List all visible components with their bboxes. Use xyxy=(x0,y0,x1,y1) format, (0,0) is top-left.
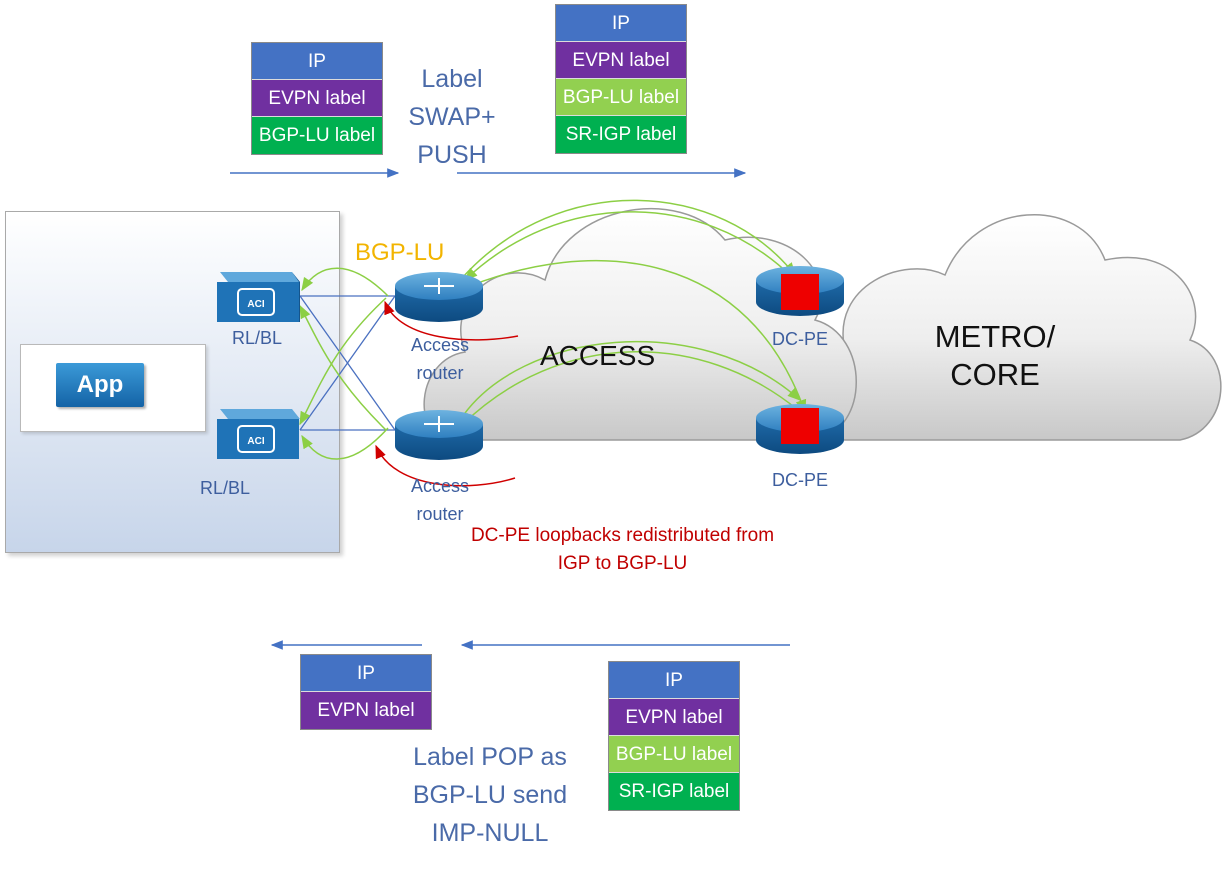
svg-text:ACI: ACI xyxy=(247,299,264,310)
stack-cell-bgplu: BGP-LU label xyxy=(252,117,382,154)
leaf-top-label: RL/BL xyxy=(231,328,283,348)
aci-switch-bottom-icon: ACI xyxy=(217,409,300,459)
top-left-label-stack: IP EVPN label BGP-LU label xyxy=(251,42,383,155)
stack-cell-evpn: EVPN label xyxy=(556,42,686,79)
stack-cell-evpn: EVPN label xyxy=(301,692,431,729)
redistribution-arrow-top-icon xyxy=(384,300,519,341)
svg-text:ACI: ACI xyxy=(247,436,264,447)
stack-cell-evpn: EVPN label xyxy=(252,80,382,117)
access-router-bottom-icon xyxy=(395,410,483,460)
aci-switch-top-icon: ACI xyxy=(217,272,300,322)
stack-cell-srigp: SR-IGP label xyxy=(556,116,686,153)
stack-cell-ip: IP xyxy=(301,655,431,692)
top-right-label-stack: IP EVPN label BGP-LU label SR-IGP label xyxy=(555,4,687,154)
stack-cell-evpn: EVPN label xyxy=(609,699,739,736)
stack-cell-bgplu: BGP-LU label xyxy=(609,736,739,773)
access-router-bottom-label: Access router xyxy=(410,476,470,524)
metro-core-cloud-label: METRO/ CORE xyxy=(934,319,1056,392)
pop-annotation: Label POP as BGP-LU send IMP-NULL xyxy=(412,743,568,847)
app-card: App xyxy=(20,344,206,432)
access-cloud-icon xyxy=(423,208,857,441)
stack-cell-ip: IP xyxy=(556,5,686,42)
stack-cell-ip: IP xyxy=(252,43,382,80)
access-router-top-icon xyxy=(395,272,483,322)
stack-cell-srigp: SR-IGP label xyxy=(609,773,739,810)
stack-cell-ip: IP xyxy=(609,662,739,699)
leaf-router-links xyxy=(299,295,396,431)
bottom-left-label-stack: IP EVPN label xyxy=(300,654,432,730)
dcpe-top-label: DC-PE xyxy=(771,329,828,349)
dcpe-bottom-label: DC-PE xyxy=(771,470,828,490)
access-cloud-label: ACCESS xyxy=(540,340,656,371)
dcpe-router-top-icon xyxy=(756,266,844,316)
app-label: App xyxy=(56,363,144,407)
redistribution-arrow-bottom-icon xyxy=(375,444,516,487)
swap-push-annotation: Label SWAP+ PUSH xyxy=(408,65,496,169)
dcpe-router-bottom-icon xyxy=(756,404,844,454)
access-router-top-label: Access router xyxy=(410,335,470,383)
bgp-lu-session-arcs xyxy=(299,199,807,460)
bgp-lu-label: BGP-LU xyxy=(355,239,445,266)
stack-cell-bgplu: BGP-LU label xyxy=(556,79,686,116)
redistribution-note: DC-PE loopbacks redistributed from IGP t… xyxy=(470,525,775,574)
bottom-right-label-stack: IP EVPN label BGP-LU label SR-IGP label xyxy=(608,661,740,811)
leaf-bottom-label: RL/BL xyxy=(199,478,251,498)
